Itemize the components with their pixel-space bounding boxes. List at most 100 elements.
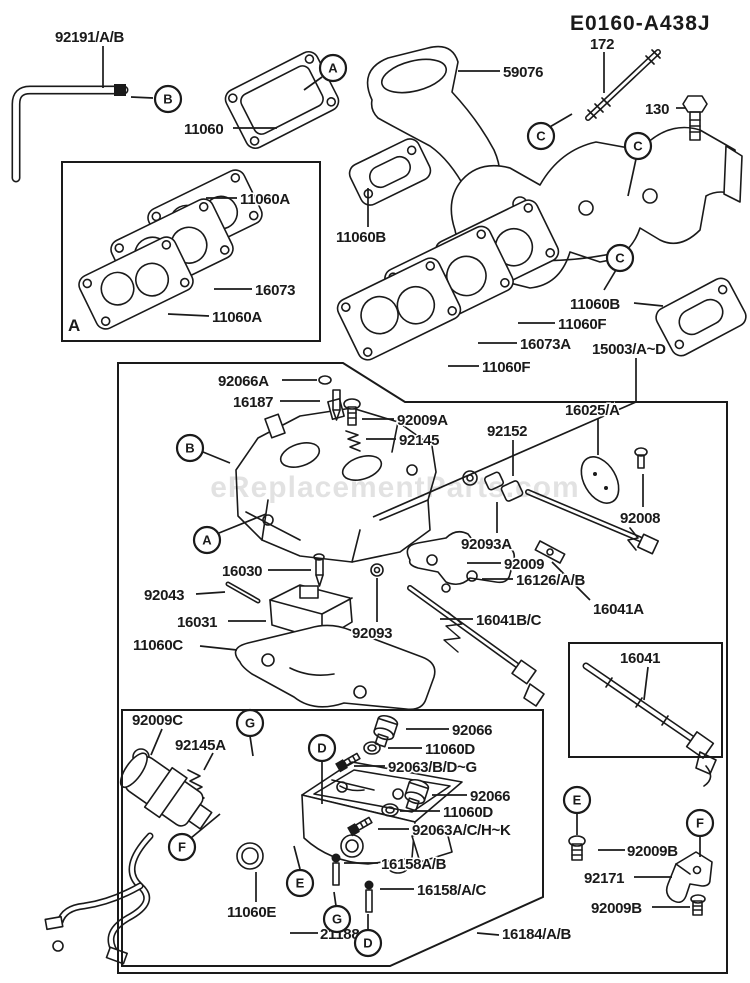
part-label-92063-B-D-G: 92063/B/D~G [388,759,477,776]
shaft-16041-inner [584,664,696,742]
callout-circle [285,868,315,898]
part-label-15003-A-D: 15003/A~D [592,341,666,358]
collar-92152-a [483,471,505,491]
carburetor-bore-2 [341,455,383,481]
float-bowl-hole-2 [392,788,404,800]
gasket-11060F-front-hole-4 [447,306,458,316]
choke-shaft-spring [443,611,463,653]
gasket-11060A-front-hole-3 [100,316,111,326]
carburetor-boss-1 [262,514,274,526]
leader-line [603,269,617,291]
callout-E: E [562,785,592,815]
callout-circle [307,733,337,763]
callout-G: G [322,904,352,934]
part-label-A: A [68,316,80,335]
part-label-92009B: 92009B [591,900,642,917]
needle-16030-head [313,553,325,561]
bolt-92009B-E-shank [571,843,583,861]
gasket-11060C-hole-2 [353,685,367,699]
part-label-16158A-B: 16158A/B [381,856,447,873]
insulator-16073A-hole-2 [476,229,487,240]
gasket-11060C-hole-1 [261,653,275,667]
leader-line [218,513,267,534]
shaft-16041-fitting [685,731,715,759]
part-label-92009: 92009 [504,556,544,573]
part-label-92145: 92145 [399,432,439,449]
float-bowl-boss-inner [345,839,359,853]
part-label-16126-A-B: 16126/A/B [516,572,585,589]
callout-letter: A [202,533,212,548]
throttle-shaft-upper-inner [526,490,644,542]
part-label-59076: 59076 [503,64,543,81]
o-ring-11060D-lower-inner [385,806,395,814]
callout-letter: D [317,741,326,756]
gasket-11060-hole-1 [227,93,238,103]
callout-C: C [623,131,653,161]
callout-circle [192,525,222,555]
callout-letter: A [328,61,338,76]
gasket-11060A-back-hole-2 [230,173,241,183]
part-drawings [11,45,743,965]
o-ring-11060E [236,842,264,870]
leader-line [203,752,214,771]
gasket-11060-hole-3 [249,136,260,146]
callout-circle [353,928,383,958]
leader-line [551,561,591,601]
callout-letter: E [296,876,305,891]
bracket-92171-fold [675,863,691,875]
callout-letter: G [245,716,255,731]
screw-16158AC-shank [365,889,373,913]
manifold-port-2 [578,200,594,216]
callout-circle [605,243,635,273]
needle-16030-tip [315,574,324,587]
part-label-11060C: 11060C [133,637,183,654]
choke-plate-hole-3 [441,583,451,593]
callout-circle [623,131,653,161]
part-label-16041B-C: 16041B/C [476,612,542,629]
jet-92066-lower [404,778,430,812]
butterfly-16025 [580,456,620,504]
part-label-11060A: 11060A [240,191,290,208]
callout-letter: C [536,129,546,144]
gasket-11060B-left-hole-1 [363,188,374,199]
leader-line [195,591,226,595]
manifold-end-flange [723,145,743,203]
gasket-11060C [234,624,436,711]
part-label-16158-A-C: 16158/A/C [417,882,486,899]
carburetor-detail-lines [245,421,429,563]
choke-plate-16126 [406,530,516,586]
lever-16041A [534,540,566,564]
part-label-16041A: 16041A [593,601,644,618]
bolt-92009B-E-threads [571,849,583,856]
gasket-11060A-back-hole-4 [248,210,259,221]
part-label-11060A: 11060A [212,309,262,326]
callout-circle [167,832,197,862]
leader-lines [102,46,701,936]
part-label-92145A: 92145A [175,737,226,754]
part-label-11060D: 11060D [425,741,475,758]
float-chamber-box [121,709,544,967]
screw-16158AB-head [331,853,341,863]
leader-line [333,891,337,907]
part-label-11060F: 11060F [482,359,530,376]
callout-C: C [526,121,556,151]
group-box-a [61,161,321,342]
gasket-11060B-left-drawing [348,138,432,206]
insulator-16073-hole-2 [198,202,209,212]
o-ring-11060E-inner [241,847,259,865]
gasket-11060B-right-opening [678,298,724,336]
throttle-shaft-box [568,642,723,758]
leader-line [190,813,221,839]
needle-16030-body [315,558,324,576]
gasket-11060A-front-port-1 [100,271,135,306]
gasket-11060-hole-2 [304,54,315,64]
o-ring-92093 [370,563,384,577]
screw-92063A [347,816,373,837]
float-bowl-hole-1 [336,781,348,793]
part-label-16073A: 16073A [520,336,571,353]
callout-circle [562,785,592,815]
callout-D: D [353,928,383,958]
shaft-clip [627,527,639,551]
screw-92009A-shank [347,406,357,426]
